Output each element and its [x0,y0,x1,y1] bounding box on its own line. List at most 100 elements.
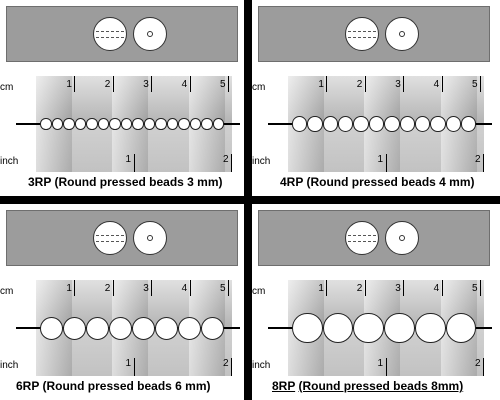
bead [86,118,98,130]
bead [445,116,461,132]
bead-hole-view-icon [385,221,419,255]
inch-tick [133,358,135,376]
bead [368,116,385,132]
bead-title: (Round pressed beads 6 mm) [42,379,211,393]
bead-hole-view-icon [385,17,419,51]
inch-tick [385,358,387,376]
cm-tick [480,76,481,92]
bead [338,116,354,132]
horizontal-divider [0,196,500,204]
inch-tick [231,358,232,376]
cm-tick-label: 1 [318,283,324,294]
inch-tick [385,154,387,172]
bead [445,312,477,344]
bead-side-view-icon [345,17,379,51]
bead [86,316,110,340]
panel-8rp: cm inch 1 2 3 4 5 1 2 8RP (Round pressed beads 8m… [252,204,496,400]
cm-tick-label: 2 [356,283,363,294]
bead-hole-view-icon [133,17,167,51]
cm-unit-label: cm [0,286,14,297]
inch-tick [133,154,135,172]
bead-header [6,6,238,62]
bead-side-view-icon [93,221,127,255]
cm-tick-label: 3 [143,283,149,294]
inch-tick-label: 2 [475,154,481,165]
inch-tick-label: 1 [377,358,384,369]
cm-tick-label: 3 [395,283,401,294]
bead [414,116,431,132]
bead-code: 3RP [28,175,52,189]
bead [353,116,369,132]
panel-caption: 3RP (Round pressed beads 3 mm) [28,175,223,189]
cm-tick-label: 2 [104,79,111,90]
panel-caption: 8RP (Round pressed beads 8mm) [272,379,463,393]
cm-tick [326,280,328,296]
cm-tick-label: 2 [104,283,111,294]
bead [178,316,202,340]
cm-tick-label: 3 [395,79,401,90]
cm-tick-label: 3 [143,79,149,90]
bead-header [258,210,490,266]
cm-tick-label: 4 [181,79,188,90]
cm-tick [480,280,481,296]
bead [292,116,308,132]
bead [201,118,213,130]
cm-tick [189,280,191,296]
bead [430,116,446,132]
cm-tick-label: 2 [356,79,363,90]
bead [51,118,63,130]
cm-tick [74,76,76,92]
inch-tick-label: 1 [125,154,132,165]
inch-unit-label: inch [252,360,271,371]
inch-unit-label: inch [252,156,271,167]
inch-tick-label: 2 [475,358,481,369]
bead [384,116,400,132]
inch-tick-label: 1 [125,358,132,369]
cm-unit-label: cm [252,286,266,297]
bead [201,316,225,340]
bead-code: 6RP [16,379,40,393]
inch-tick [483,358,484,376]
cm-tick-label: 4 [433,283,440,294]
cm-tick [228,76,229,92]
inch-unit-label: inch [0,360,19,371]
inch-tick-label: 2 [223,154,229,165]
panel-caption: 6RP (Round pressed beads 6 mm) [16,379,211,393]
cm-tick [326,76,328,92]
bead-title: (Round pressed beads 4 mm) [306,175,475,189]
cm-tick [403,76,405,92]
cm-tick [441,280,443,296]
bead [97,118,110,130]
bead [307,116,323,132]
inch-tick [231,154,232,172]
cm-tick [364,76,366,92]
bead-side-view-icon [345,221,379,255]
cm-tick [151,76,153,92]
bead [155,316,179,340]
inch-tick-label: 1 [377,154,384,165]
cm-tick [112,280,114,296]
cm-tick-label: 1 [66,283,72,294]
bead [155,118,167,130]
cm-tick-label: 1 [66,79,72,90]
bead-side-view-icon [93,17,127,51]
bead [132,118,144,130]
bead-title: (Round pressed beads 8mm) [298,379,464,393]
cm-tick [151,280,153,296]
bead [322,312,354,344]
bead [63,316,86,340]
bead [212,118,225,130]
bead [120,118,133,130]
bead [143,118,156,130]
cm-tick-label: 5 [220,283,226,294]
cm-tick-label: 5 [472,283,478,294]
cm-unit-label: cm [0,82,14,93]
bead [292,312,323,344]
cm-tick [441,76,443,92]
cm-tick [403,280,405,296]
cm-unit-label: cm [252,82,266,93]
bead [414,312,446,344]
